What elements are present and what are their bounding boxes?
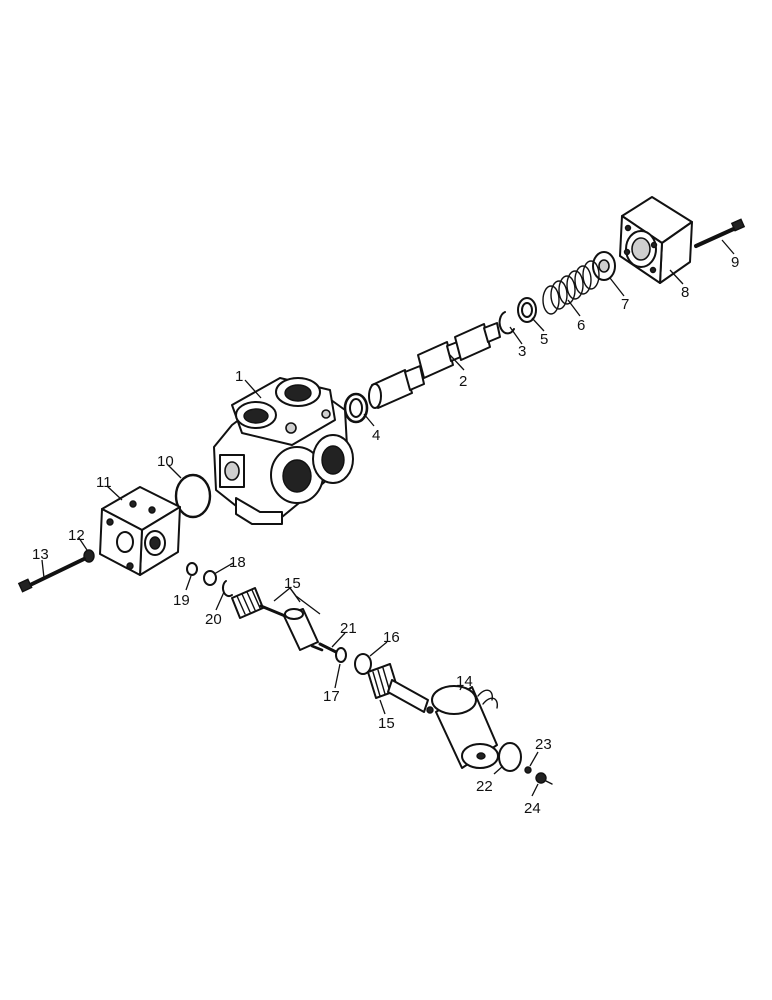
washer bbox=[517, 297, 537, 323]
callout-10: 10 bbox=[157, 453, 174, 470]
callout-15b: 15 bbox=[378, 715, 395, 732]
callout-6: 6 bbox=[577, 317, 585, 334]
callout-17: 17 bbox=[323, 688, 340, 705]
callout-5: 5 bbox=[540, 331, 548, 348]
callout-11: 11 bbox=[96, 474, 112, 491]
callout-3: 3 bbox=[518, 343, 526, 360]
cap-screw-left bbox=[17, 557, 86, 593]
end-cap-block bbox=[619, 196, 693, 284]
callout-2: 2 bbox=[459, 373, 467, 390]
small-seals bbox=[186, 562, 233, 598]
cap-screw-top bbox=[694, 218, 746, 248]
screw-washer-left bbox=[83, 549, 95, 563]
callout-13: 13 bbox=[32, 546, 49, 563]
seals-16-17 bbox=[335, 647, 372, 675]
o-ring-spool bbox=[343, 392, 369, 424]
callout-4: 4 bbox=[372, 427, 380, 444]
cartridge-threaded-end bbox=[231, 587, 292, 620]
spring bbox=[542, 260, 600, 315]
snap-ring bbox=[498, 311, 515, 335]
callout-7: 7 bbox=[621, 296, 629, 313]
small-pin bbox=[318, 642, 338, 654]
spool bbox=[368, 322, 501, 409]
callout-19: 19 bbox=[173, 592, 190, 609]
leader-lines bbox=[41, 239, 735, 797]
solenoid-coil bbox=[431, 685, 499, 769]
callout-16: 16 bbox=[383, 629, 400, 646]
cartridge-tube bbox=[367, 663, 434, 714]
callout-15a: 15 bbox=[284, 575, 301, 592]
cartridge-pin bbox=[283, 608, 324, 652]
coil-nut bbox=[524, 766, 553, 785]
callout-22: 22 bbox=[476, 778, 493, 795]
o-ring-body bbox=[174, 473, 212, 519]
callout-14: 14 bbox=[456, 673, 473, 690]
callout-24: 24 bbox=[524, 800, 541, 817]
callout-21: 21 bbox=[340, 620, 357, 637]
callout-8: 8 bbox=[681, 284, 689, 301]
coil-washer bbox=[498, 742, 522, 772]
callout-23: 23 bbox=[535, 736, 552, 753]
callout-18: 18 bbox=[229, 554, 246, 571]
callout-12: 12 bbox=[68, 527, 85, 544]
spring-retainer bbox=[592, 251, 616, 281]
valve-body bbox=[213, 377, 354, 525]
callout-labels: 1 2 3 4 5 6 7 8 9 10 11 12 13 14 15 15 1… bbox=[32, 254, 739, 817]
left-end-block bbox=[99, 486, 181, 576]
callout-20: 20 bbox=[205, 611, 222, 628]
callout-1: 1 bbox=[235, 368, 243, 385]
callout-9: 9 bbox=[731, 254, 739, 271]
